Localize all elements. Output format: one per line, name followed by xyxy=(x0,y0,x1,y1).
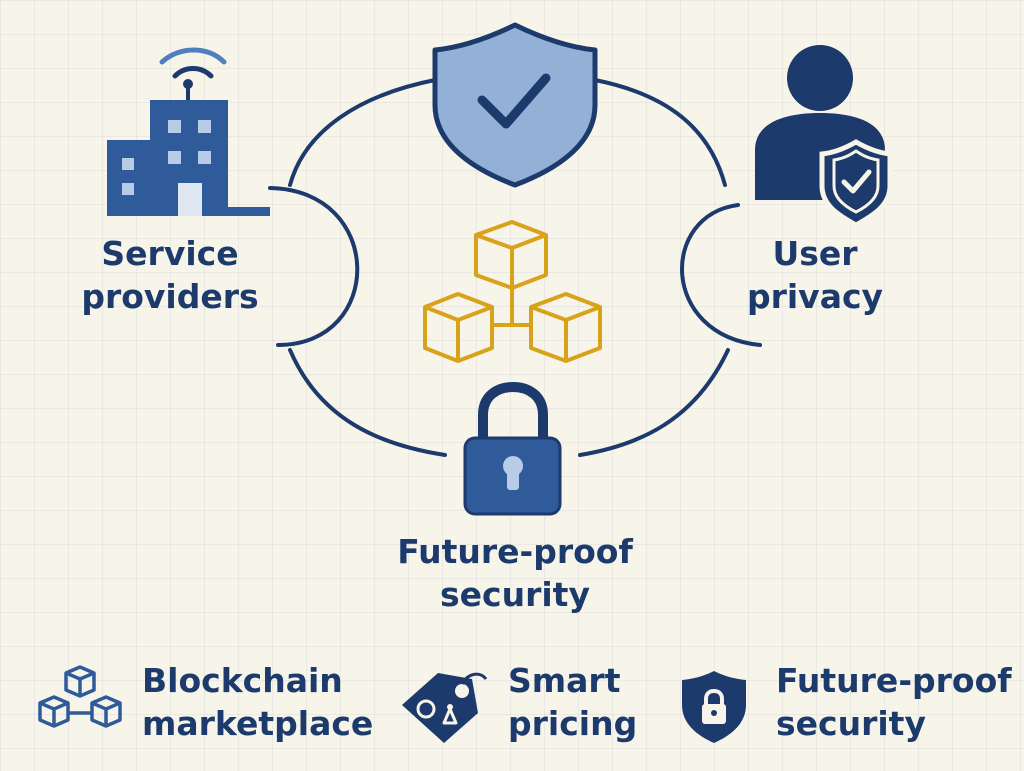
future-proof-security-label: Future-proof security xyxy=(370,530,660,616)
legend-pricing-line1: Smart xyxy=(508,661,621,700)
arc-top-right xyxy=(593,78,727,187)
legend-blockchain-line1: Blockchain xyxy=(142,661,343,700)
cube-left xyxy=(423,292,494,363)
legend-label-future-proof-security: Future-proof security xyxy=(776,659,1012,745)
connector-ring xyxy=(268,78,762,457)
user-shield-icon xyxy=(755,45,893,228)
legend-blockchain-line2: marketplace xyxy=(142,704,374,743)
arc-right-bracket xyxy=(680,203,762,347)
legend-item-smart-pricing: Smart pricing xyxy=(398,655,648,755)
blockchain-cubes-icon xyxy=(38,665,122,728)
arc-top-left xyxy=(288,78,437,187)
service-providers-label: Service providers xyxy=(70,232,270,318)
user-privacy-line1: User xyxy=(772,234,858,273)
chain-links xyxy=(492,288,531,327)
arc-bottom-right xyxy=(578,348,730,457)
future-proof-line1: Future-proof xyxy=(397,532,633,571)
future-proof-line2: security xyxy=(440,575,590,614)
padlock-icon xyxy=(463,381,562,516)
cube-top xyxy=(474,220,548,290)
legend-pricing-line2: pricing xyxy=(508,704,638,743)
price-tag-icon xyxy=(402,672,488,743)
service-providers-line1: Service xyxy=(101,234,239,273)
blockchain-cubes-icon xyxy=(423,220,602,363)
service-providers-line2: providers xyxy=(81,277,259,316)
building-wifi-icon xyxy=(107,47,270,216)
legend-item-blockchain-marketplace: Blockchain marketplace xyxy=(36,655,376,755)
shield-lock-icon xyxy=(682,671,746,743)
legend-item-future-proof-security: Future-proof security xyxy=(676,655,1012,755)
legend-security-line2: security xyxy=(776,704,926,743)
shield-check-icon xyxy=(432,22,598,188)
user-privacy-line2: privacy xyxy=(746,277,884,316)
legend-label-blockchain-marketplace: Blockchain marketplace xyxy=(142,659,373,745)
cube-right xyxy=(529,292,602,363)
arc-bottom-left xyxy=(288,348,447,457)
legend-security-line1: Future-proof xyxy=(776,661,1012,700)
legend-label-smart-pricing: Smart pricing xyxy=(508,659,637,745)
user-privacy-label: User privacy xyxy=(720,232,910,318)
arc-left-bracket xyxy=(268,186,360,347)
